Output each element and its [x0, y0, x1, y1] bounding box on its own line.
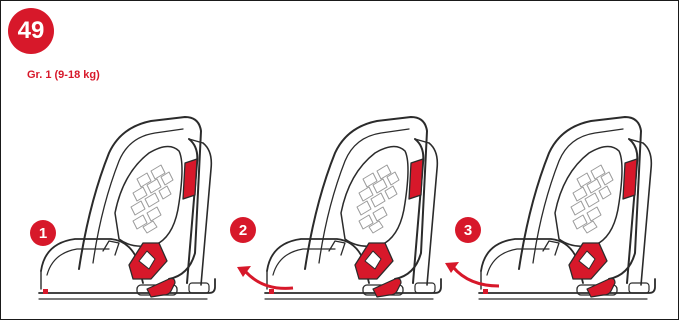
- curved-arrow-icon: [245, 271, 293, 288]
- sub-step-badge: 2: [230, 217, 256, 243]
- curved-arrow-icon: [453, 267, 499, 286]
- sub-step-badge: 3: [455, 217, 481, 243]
- seat-illustration-1: [39, 117, 215, 299]
- seat-illustration-2: [265, 117, 441, 299]
- seat-illustration-3: [479, 117, 655, 299]
- sub-step-badge: 1: [30, 220, 56, 246]
